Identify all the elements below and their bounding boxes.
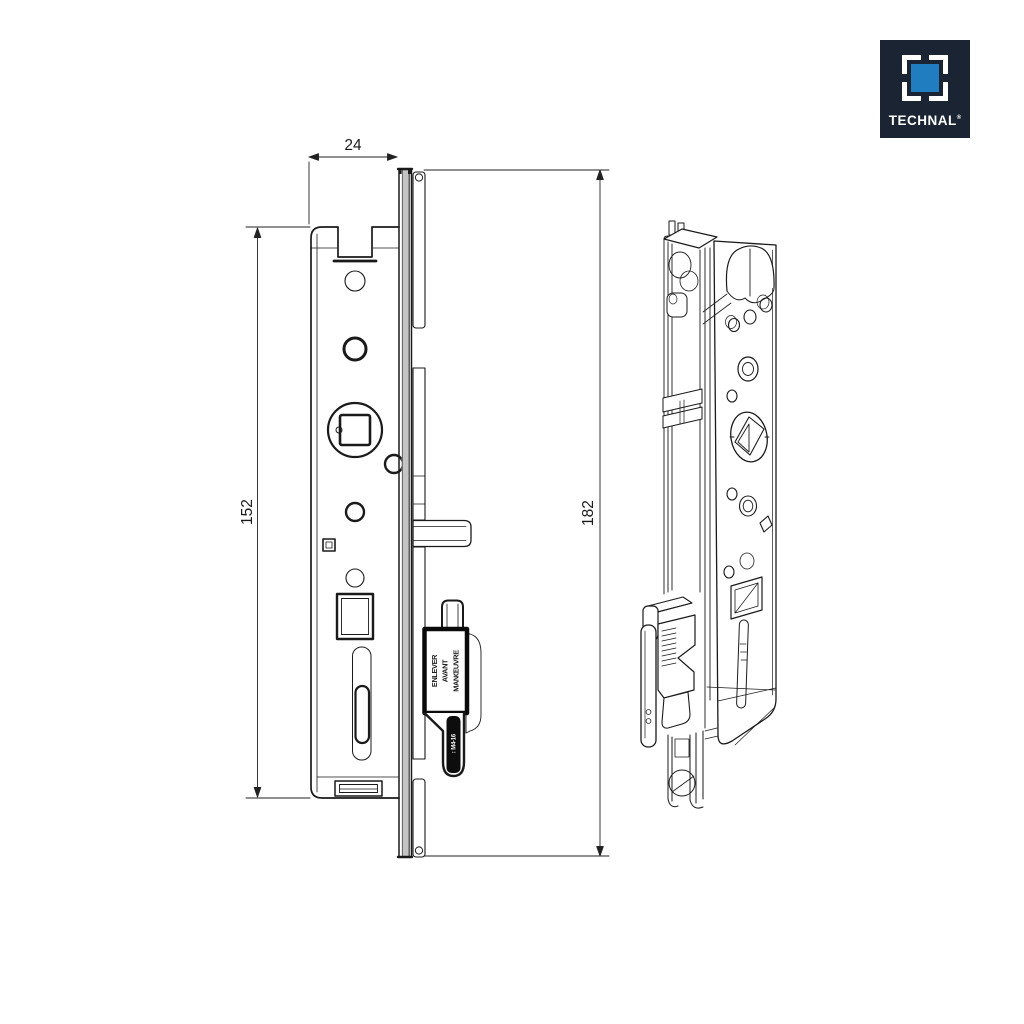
- label-line2: AVANT: [441, 659, 450, 682]
- screw-hole: [344, 270, 366, 292]
- label-tag: ↕ M4-16: [452, 733, 458, 754]
- slot-inner: [354, 684, 371, 745]
- iso-latch-hook: [702, 245, 775, 325]
- technal-logo-mark-icon: [902, 55, 948, 101]
- fixing-hole-2: [344, 501, 366, 523]
- dimensions: 24 152 182: [239, 137, 610, 857]
- transport-clip: ENLEVER AVANT MANŒUVRE ↕ M4-16: [422, 599, 482, 778]
- iso-case-plate: [713, 240, 777, 745]
- iso-faceplate-channel: [640, 220, 719, 809]
- faceplate-rail: [412, 171, 472, 858]
- bracket-corner-icon: [929, 82, 948, 101]
- latch-bolt-pin: [412, 519, 472, 548]
- blue-square-icon: [911, 64, 939, 92]
- iso-spindle-hole: [730, 411, 768, 463]
- dim-24-label: 24: [344, 137, 362, 154]
- iso-slot: [736, 619, 749, 709]
- spindle-follower: [326, 401, 384, 459]
- dimension-152: 152: [239, 226, 311, 799]
- technal-logo: TECHNAL®: [880, 40, 970, 138]
- dim-152-label: 152: [239, 499, 256, 525]
- spindle-square-hole: [338, 413, 372, 447]
- faceplate-edge: [396, 167, 414, 859]
- bracket-corner-icon: [902, 82, 921, 101]
- registered-mark: ®: [956, 115, 962, 121]
- brand-text: TECHNAL: [888, 113, 957, 128]
- label-line1: ENLEVER: [430, 654, 439, 687]
- bottom-tab: [334, 780, 383, 797]
- brand-name: TECHNAL®: [889, 114, 961, 128]
- dim-182-label: 182: [580, 500, 597, 526]
- dimension-24: 24: [308, 137, 398, 225]
- bracket-corner-icon: [902, 55, 921, 74]
- side-view-drawing: ENLEVER AVANT MANŒUVRE ↕ M4-16: [310, 167, 482, 859]
- fixing-hole: [342, 336, 368, 362]
- bolt-pocket: [335, 592, 375, 641]
- dimension-182: 182: [423, 169, 610, 857]
- slot-outer: [352, 646, 372, 761]
- label-line3: MANŒUVRE: [452, 650, 461, 692]
- iso-face-holes: [723, 294, 773, 709]
- case-outline: [310, 226, 400, 799]
- isometric-view-drawing: [640, 220, 777, 809]
- iso-bolt-pocket: [730, 576, 763, 620]
- bracket-corner-icon: [929, 55, 948, 74]
- screw-hole-2: [345, 568, 365, 588]
- warning-label: [422, 626, 470, 716]
